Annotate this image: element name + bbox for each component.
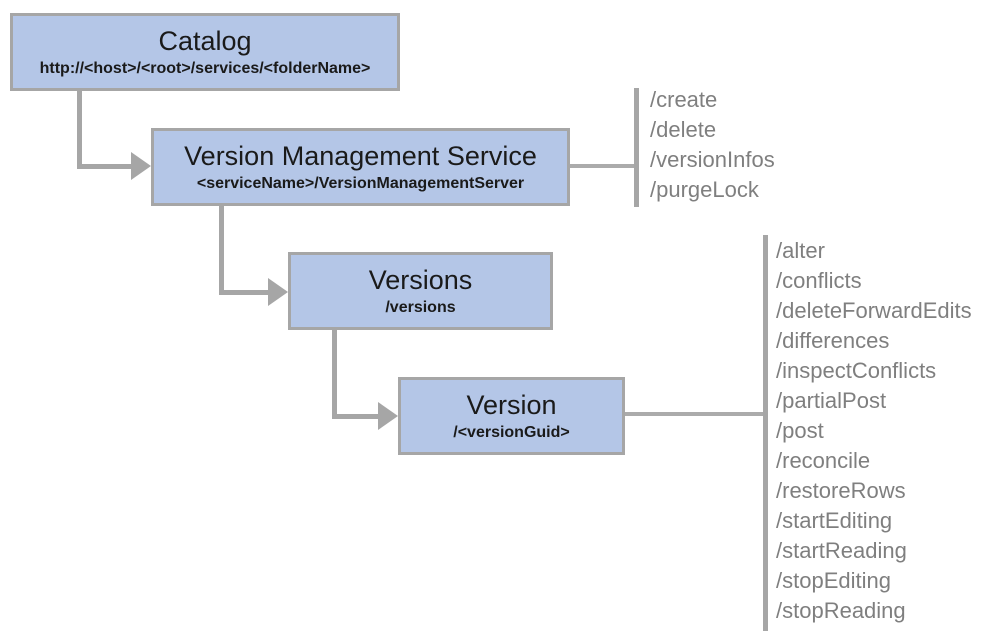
operation-item: /restoreRows	[776, 478, 906, 503]
version-operations-bracket	[763, 235, 768, 631]
operation-item: /stopReading	[776, 598, 906, 623]
node-version-title: Version	[466, 389, 557, 420]
operation-item: /startReading	[776, 538, 907, 563]
operation-item: /create	[650, 87, 718, 112]
node-version-url-template: /<versionGuid>	[453, 423, 570, 441]
connector-catalog-to-service-horizontal	[77, 164, 131, 169]
node-version-management-service-url-template: <serviceName>/VersionManagementServer	[196, 174, 525, 192]
arrowhead-into-versions	[268, 278, 288, 306]
node-catalog-title: Catalog	[158, 25, 252, 56]
connector-service-to-operations	[570, 164, 634, 168]
connector-catalog-to-service-vertical	[77, 91, 82, 169]
operation-item: /differences	[776, 328, 890, 353]
operation-item: /post	[776, 418, 824, 443]
node-versions-title: Versions	[368, 264, 473, 295]
operation-item: /stopEditing	[776, 568, 891, 593]
operation-item: /inspectConflicts	[776, 358, 937, 383]
version-operations-list: /alter /conflicts /deleteForwardEdits /d…	[776, 236, 972, 626]
operation-item: /alter	[776, 238, 825, 263]
node-version: Version /<versionGuid>	[398, 377, 625, 455]
arrowhead-into-service	[131, 152, 151, 180]
operation-item: /purgeLock	[650, 177, 759, 202]
service-operations-list: /create /delete /versionInfos /purgeLock	[650, 85, 775, 205]
node-version-management-service-title: Version Management Service	[184, 140, 537, 171]
node-catalog: Catalog http://<host>/<root>/services/<f…	[10, 13, 400, 91]
operation-item: /startEditing	[776, 508, 893, 533]
operation-item: /versionInfos	[650, 147, 775, 172]
node-versions: Versions /versions	[288, 252, 553, 330]
node-version-management-service: Version Management Service <serviceName>…	[151, 128, 570, 206]
arrowhead-into-version	[378, 402, 398, 430]
node-catalog-url-template: http://<host>/<root>/services/<folderNam…	[39, 59, 371, 77]
operation-item: /partialPost	[776, 388, 887, 413]
connector-service-to-versions-horizontal	[219, 290, 268, 295]
connector-service-to-versions-vertical	[219, 206, 224, 295]
connector-version-to-operations	[625, 412, 763, 416]
operation-item: /delete	[650, 117, 717, 142]
operation-item: /deleteForwardEdits	[776, 298, 972, 323]
connector-versions-to-version-vertical	[332, 330, 337, 419]
operation-item: /reconcile	[776, 448, 871, 473]
node-versions-url-template: /versions	[385, 298, 456, 316]
connector-versions-to-version-horizontal	[332, 414, 378, 419]
service-operations-bracket	[634, 88, 639, 207]
operation-item: /conflicts	[776, 268, 862, 293]
